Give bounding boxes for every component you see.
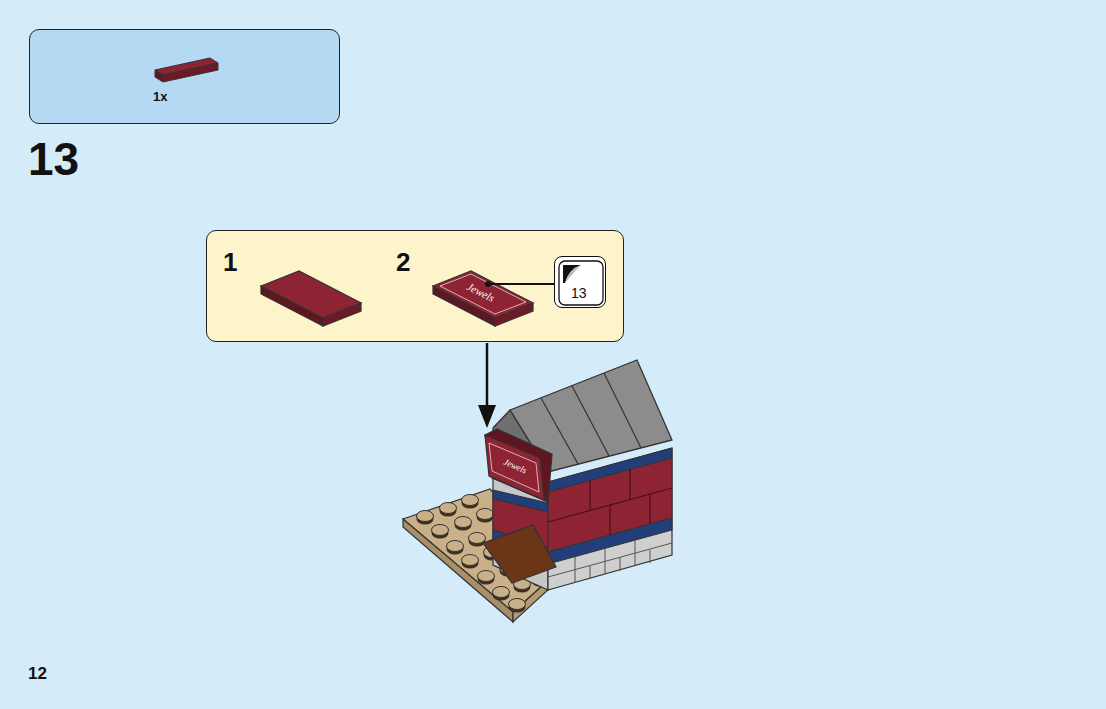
step-number: 13 bbox=[28, 136, 79, 182]
part-count: 1x bbox=[153, 89, 167, 104]
stud-top bbox=[509, 599, 526, 610]
brown-tile bbox=[483, 525, 556, 583]
part-illustration bbox=[555, 257, 607, 309]
sign-tile bbox=[485, 435, 544, 500]
stud-top bbox=[469, 533, 486, 544]
page-number: 12 bbox=[28, 665, 47, 682]
stud-top bbox=[462, 495, 479, 506]
stud-top bbox=[493, 587, 510, 598]
stud-top bbox=[440, 503, 457, 514]
callout-panel: 1 2 13 bbox=[206, 230, 624, 342]
stud-top bbox=[477, 509, 494, 520]
substep-number: 2 bbox=[396, 247, 410, 278]
stud-top bbox=[455, 517, 472, 528]
stud-top bbox=[462, 555, 479, 566]
arrow-head bbox=[478, 405, 496, 428]
sticker-box: 13 bbox=[554, 256, 606, 308]
sticker-number: 13 bbox=[571, 285, 587, 301]
stud-top bbox=[417, 511, 434, 522]
parts-panel: 1x bbox=[29, 29, 340, 124]
part-illustration bbox=[30, 30, 341, 125]
building-front bbox=[548, 448, 672, 590]
blue-stripe bbox=[548, 518, 672, 564]
stud-top bbox=[478, 571, 495, 582]
substep-number: 1 bbox=[223, 247, 237, 278]
stud-top bbox=[432, 525, 449, 536]
sign-tile-side bbox=[485, 429, 552, 502]
stud-top bbox=[447, 541, 464, 552]
placement-arrow bbox=[486, 343, 489, 410]
sticker-outline bbox=[489, 443, 539, 492]
